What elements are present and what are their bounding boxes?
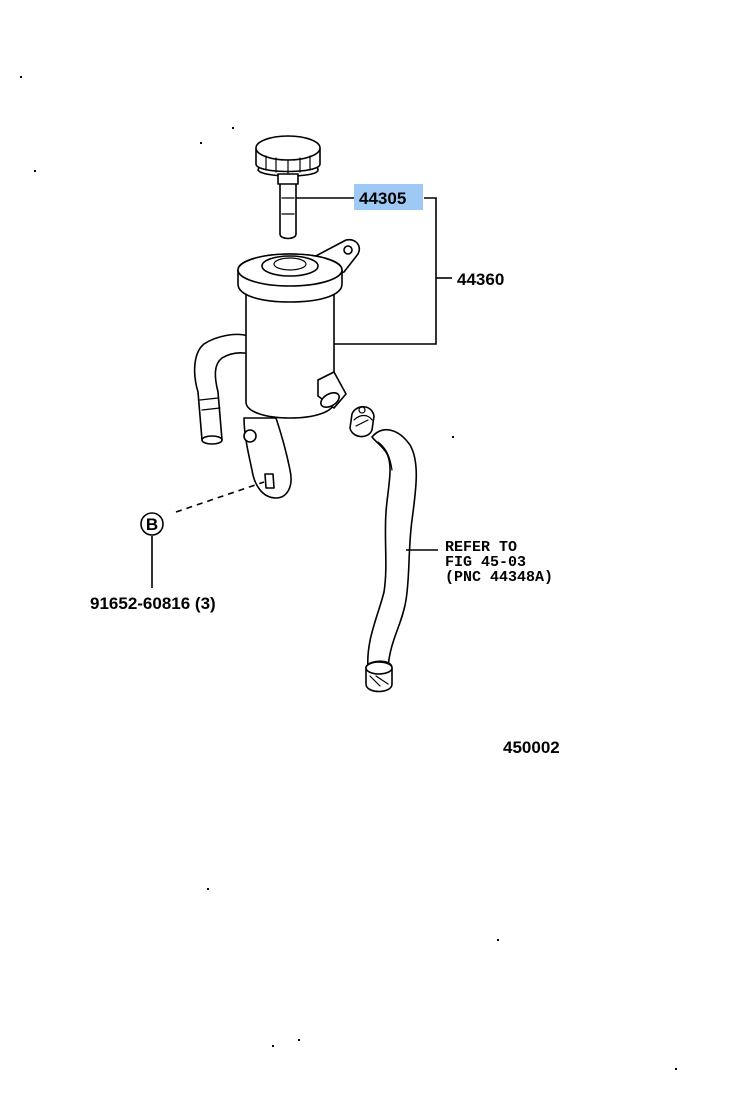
upper-hose-clamp [349, 405, 375, 438]
leader-lines [151, 197, 452, 588]
part-number-44360[interactable]: 44360 [457, 270, 504, 289]
cap-with-dipstick [255, 135, 321, 240]
callout-b-letter: B [146, 515, 158, 534]
return-hose [367, 428, 418, 669]
highlight-box [354, 184, 423, 210]
figure-code: 450002 [503, 738, 560, 757]
reservoir-tank [237, 238, 361, 419]
lower-hose-clamp [365, 660, 393, 693]
note-line-2: FIG 45-03 [445, 554, 526, 571]
reference-note: REFER TO FIG 45-03 (PNC 44348A) [445, 539, 553, 586]
part-number-44305[interactable]: 44305 [359, 189, 406, 208]
label-44305[interactable]: 44305 [354, 184, 423, 210]
note-line-1: REFER TO [445, 539, 517, 556]
mounting-bracket [243, 417, 292, 499]
scan-specks [20, 76, 677, 1070]
callout-b[interactable]: B [140, 512, 164, 536]
part-number-bolt[interactable]: 91652-60816 (3) [90, 594, 216, 613]
inlet-pipe [193, 333, 251, 445]
note-line-3: (PNC 44348A) [445, 569, 553, 586]
